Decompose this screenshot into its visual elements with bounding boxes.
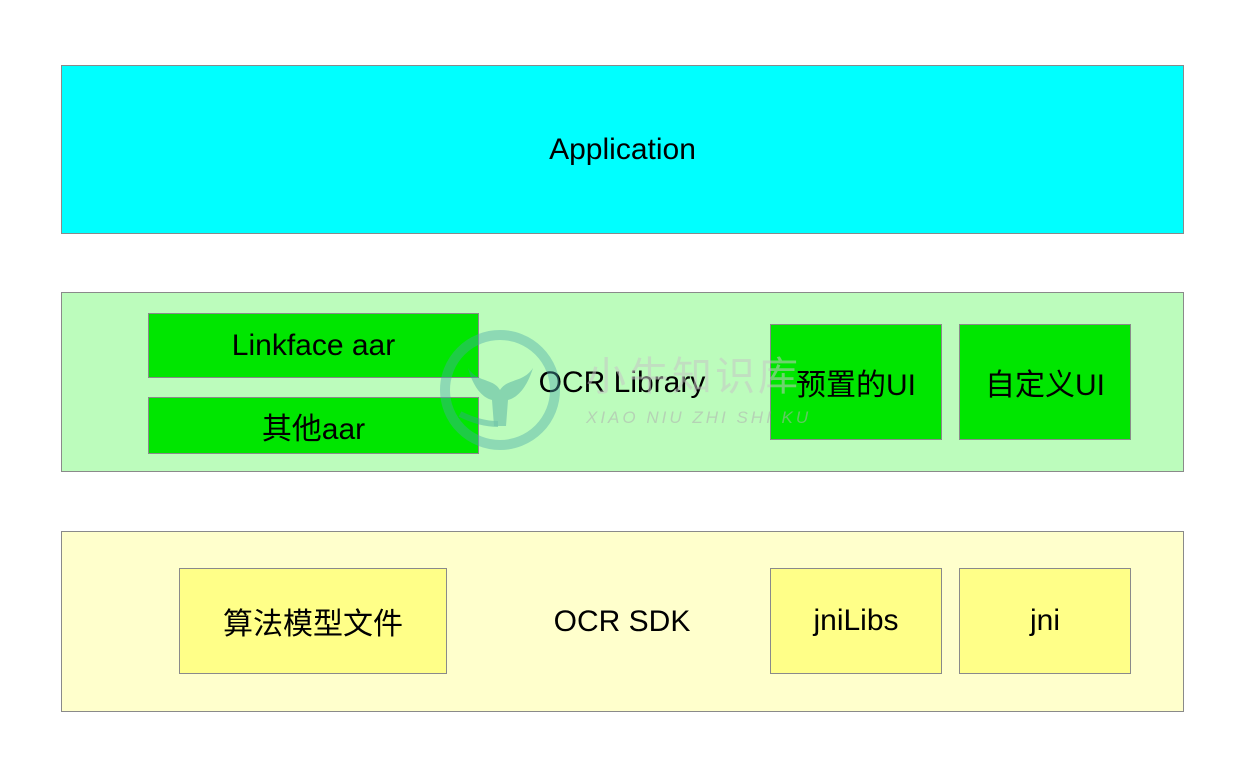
algorithm-model-files-box: 算法模型文件 — [179, 568, 447, 674]
application-layer: Application — [61, 65, 1184, 234]
preset-ui-box: 预置的UI — [770, 324, 942, 440]
linkface-aar-label: Linkface aar — [231, 328, 396, 362]
jnilibs-label: jniLibs — [813, 604, 899, 637]
ocr-sdk-label: OCR SDK — [553, 605, 691, 638]
jni-box: jni — [959, 568, 1131, 674]
jni-label: jni — [1029, 604, 1060, 637]
other-aar-box: 其他aar — [148, 397, 479, 454]
ocr-library-label: OCR Library — [538, 366, 706, 399]
other-aar-label: 其他aar — [261, 412, 366, 446]
preset-ui-label: 预置的UI — [796, 369, 916, 402]
application-label: Application — [549, 132, 696, 166]
algorithm-model-files-label: 算法模型文件 — [223, 608, 403, 641]
jnilibs-box: jniLibs — [770, 568, 942, 674]
custom-ui-label: 自定义UI — [985, 369, 1105, 402]
custom-ui-box: 自定义UI — [959, 324, 1131, 440]
linkface-aar-box: Linkface aar — [148, 313, 479, 378]
